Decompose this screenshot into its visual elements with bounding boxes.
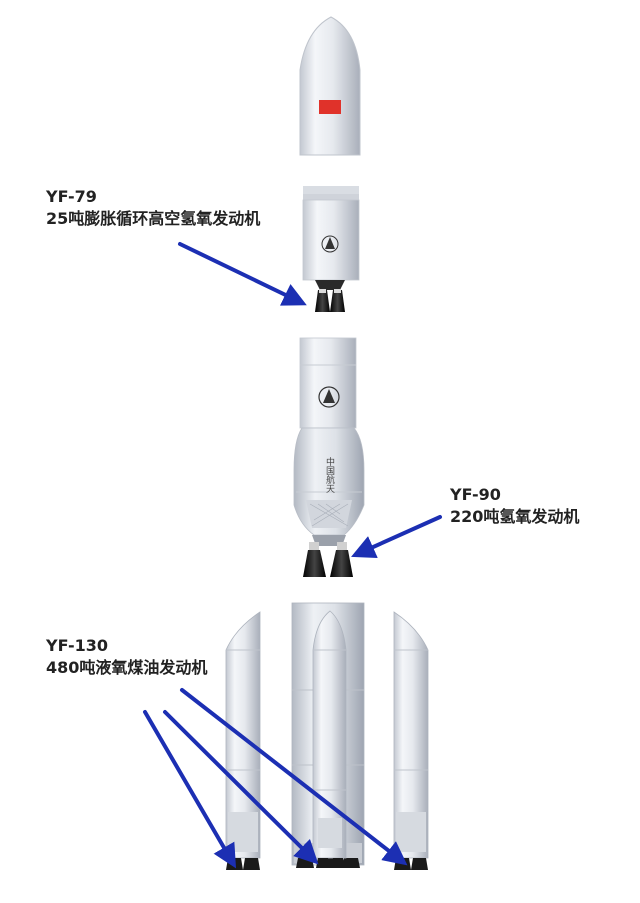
second-stage: 中国航天: [293, 337, 365, 577]
upper-stage: [302, 186, 360, 312]
booster-left: [225, 611, 261, 870]
booster-center: [312, 610, 347, 868]
engine-description: 480吨液氧煤油发动机: [46, 658, 208, 677]
arrow-yf90: [351, 515, 442, 559]
arrow-yf130-center: [163, 710, 319, 865]
engine-description: 25吨膨胀循环高空氢氧发动机: [46, 209, 261, 228]
engine-code: YF-130: [46, 636, 109, 655]
label-yf130: YF-130 480吨液氧煤油发动机: [46, 635, 207, 679]
flag-marking: [319, 100, 341, 114]
engine-code: YF-90: [450, 485, 501, 504]
arrow-yf79: [178, 242, 307, 306]
label-yf79: YF-79 25吨膨胀循环高空氢氧发动机: [46, 186, 260, 230]
yf79-engines: [315, 289, 345, 312]
label-yf90: YF-90 220吨氢氧发动机: [450, 484, 579, 528]
yf90-engines: [303, 542, 353, 577]
engine-description: 220吨氢氧发动机: [450, 507, 580, 526]
emblem-icon: [318, 386, 340, 408]
arrow-yf130-right: [180, 688, 408, 866]
arrow-yf130-left: [143, 710, 237, 869]
fairing-marking-text: 中国航天: [324, 456, 335, 494]
emblem-icon: [321, 235, 339, 253]
payload-fairing: [299, 16, 361, 156]
booster-right: [393, 611, 429, 870]
annotation-arrows: [143, 242, 442, 869]
engine-code: YF-79: [46, 187, 97, 206]
